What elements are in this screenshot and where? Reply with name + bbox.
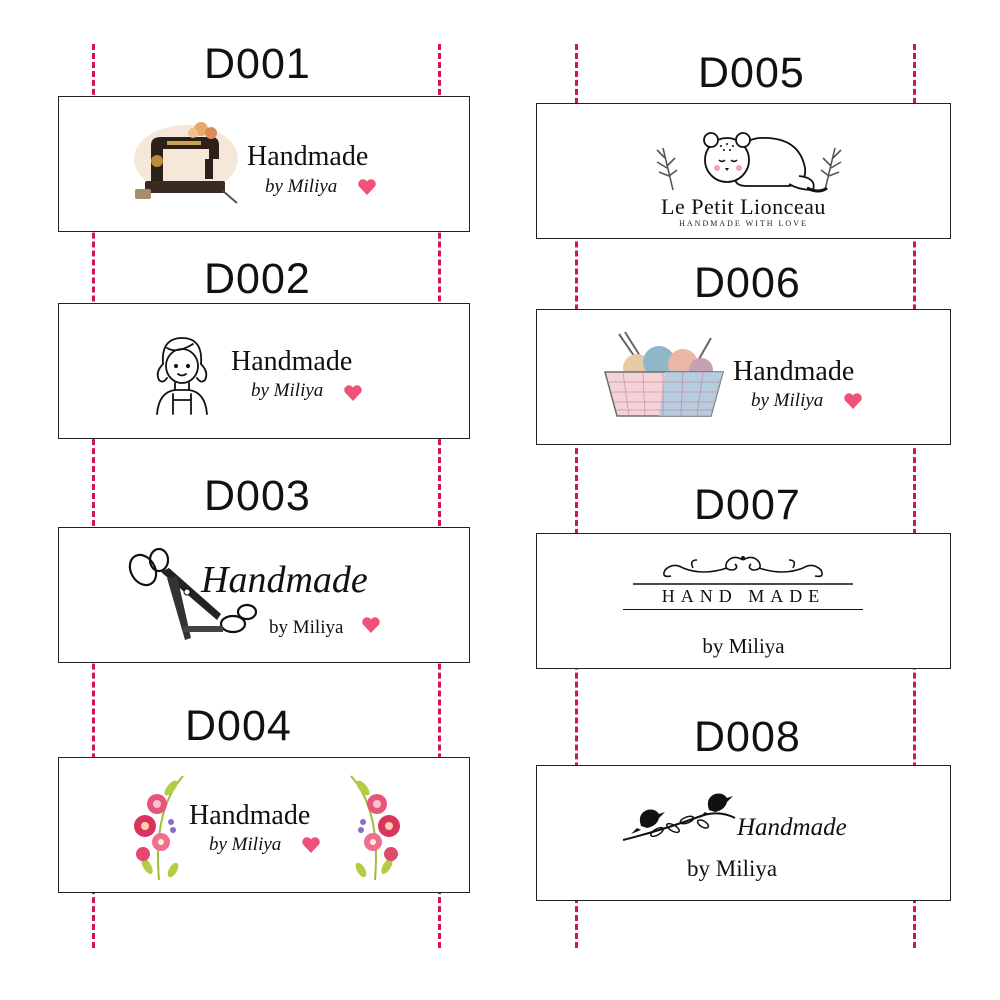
label-card-d002: Handmade by Miliya: [58, 303, 470, 439]
label-byline: by Miliya: [251, 380, 324, 401]
girl-portrait-icon: [156, 337, 208, 415]
label-byline: by Miliya: [751, 390, 824, 411]
heart-icon: [362, 617, 380, 633]
label-tagline: HANDMADE WITH LOVE: [679, 219, 808, 228]
label-byline: by Miliya: [269, 617, 344, 638]
label-byline: by Miliya: [265, 176, 338, 197]
heart-icon: [302, 837, 320, 853]
divider-line: [623, 609, 863, 610]
label-title: Handmade: [189, 800, 311, 831]
label-card-d006: Handmade by Miliya: [536, 309, 951, 445]
label-code: D004: [185, 702, 292, 750]
label-byline: by Miliya: [209, 834, 282, 855]
birds-on-branch-icon: [623, 793, 736, 841]
cut-guide-right-1: [575, 44, 578, 948]
label-title: Handmade: [737, 814, 847, 841]
cut-guide-left-1: [92, 44, 95, 948]
label-title: Handmade: [247, 141, 369, 172]
label-code: D008: [694, 713, 801, 761]
label-byline: by Miliya: [702, 634, 785, 658]
label-byline: by Miliya: [687, 856, 778, 881]
label-card-d004: Handmade by Miliya: [58, 757, 470, 893]
label-title: HAND MADE: [661, 586, 826, 606]
label-code: D001: [204, 40, 311, 88]
yarn-basket-icon: [604, 331, 724, 417]
label-code: D006: [694, 259, 801, 307]
label-title: Le Petit Lionceau: [661, 194, 826, 219]
label-code: D005: [698, 49, 805, 97]
label-title: Handmade: [231, 346, 353, 377]
label-card-d005: Le Petit Lionceau HANDMADE WITH LOVE: [536, 103, 951, 239]
cut-guide-left-2: [438, 44, 441, 948]
heart-icon: [358, 179, 376, 195]
scissors-icon: [128, 547, 258, 640]
cut-guide-right-2: [913, 44, 916, 948]
label-title: Handmade: [733, 356, 855, 387]
label-card-d008: Handmade by Miliya: [536, 765, 951, 901]
label-card-d007: HAND MADE by Miliya: [536, 533, 951, 669]
heart-icon: [344, 385, 362, 401]
label-code: D007: [694, 481, 801, 529]
label-title: Handmade: [201, 559, 368, 601]
floral-wreath-icon: [350, 775, 400, 881]
heart-icon: [844, 393, 862, 409]
floral-wreath-icon: [134, 775, 184, 881]
label-card-d003: Handmade by Miliya: [58, 527, 470, 663]
label-code: D002: [204, 255, 311, 303]
sewing-machine-icon: [134, 122, 238, 204]
label-card-d001: Handmade by Miliya: [58, 96, 470, 232]
ornamental-flourish-icon: [633, 556, 853, 585]
sleeping-lion-cub-icon: [656, 132, 842, 193]
label-code: D003: [204, 472, 311, 520]
